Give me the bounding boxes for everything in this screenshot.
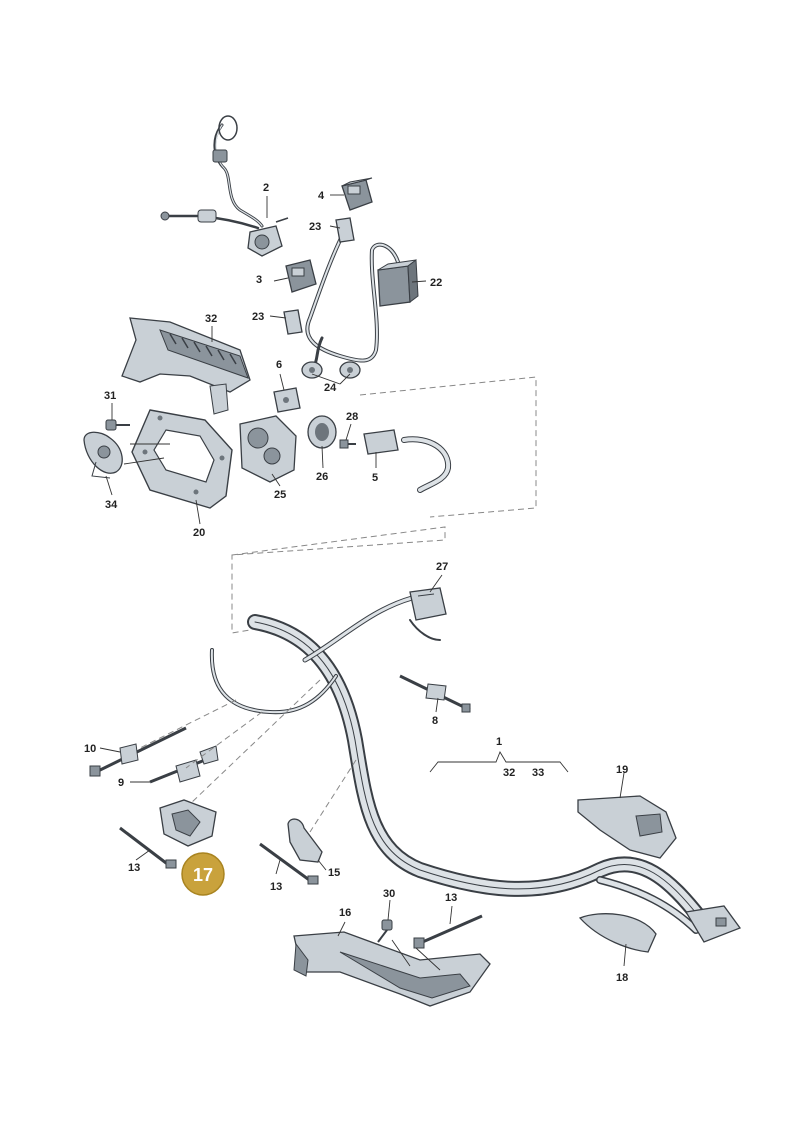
holder-part-17[interactable] xyxy=(159,799,217,847)
clip-part-15[interactable] xyxy=(287,818,323,863)
screw-part-28[interactable] xyxy=(339,439,356,449)
callout-24: 24 xyxy=(324,382,337,394)
screw-part-31[interactable] xyxy=(105,419,130,431)
callout-9: 9 xyxy=(118,777,124,789)
cable-tie-part-13-mid[interactable] xyxy=(259,842,319,885)
bracket-part-16[interactable] xyxy=(293,931,491,1007)
connector-part-23-lower[interactable] xyxy=(283,309,303,335)
callout-10: 10 xyxy=(84,743,96,755)
highlight-badge-17[interactable]: 17 xyxy=(181,852,225,896)
callout-23-lower: 23 xyxy=(252,311,264,323)
cable-tie-part-13-right[interactable] xyxy=(413,914,483,949)
callout-28: 28 xyxy=(346,411,358,423)
relay-block-part-22[interactable] xyxy=(377,259,419,307)
relay-part-3[interactable] xyxy=(285,259,317,293)
connector-part-23-upper[interactable] xyxy=(335,217,355,243)
holder-part-9[interactable] xyxy=(149,745,219,784)
callout-25: 25 xyxy=(274,489,286,501)
callout-26: 26 xyxy=(316,471,328,483)
dashed-assignment-lines xyxy=(139,679,357,833)
release-cable-part-2[interactable] xyxy=(160,115,289,257)
callout-34: 34 xyxy=(105,499,118,511)
trim-part-19[interactable] xyxy=(577,795,677,859)
callout-22: 22 xyxy=(430,277,442,289)
callout-15: 15 xyxy=(328,867,340,879)
callout-19: 19 xyxy=(616,764,628,776)
callout-8: 8 xyxy=(432,715,438,727)
cover-part-18[interactable] xyxy=(578,913,657,953)
callout-labels: 2 4 23 3 22 23 32 6 24 31 28 26 5 25 34 … xyxy=(84,182,628,984)
cable-tie-part-13-left[interactable] xyxy=(119,826,177,869)
callout-13-right: 13 xyxy=(445,892,457,904)
callout-32-upper: 32 xyxy=(205,313,217,325)
callout-33: 33 xyxy=(532,767,544,779)
callout-17: 17 xyxy=(193,865,213,885)
bracket-part-32[interactable] xyxy=(121,317,251,415)
cable-tie-part-10[interactable] xyxy=(89,726,187,777)
callout-13-mid: 13 xyxy=(270,881,282,893)
callout-32-lower: 32 xyxy=(503,767,515,779)
callout-4: 4 xyxy=(318,190,325,202)
callout-13-left: 13 xyxy=(128,862,140,874)
cover-part-34[interactable] xyxy=(83,431,123,479)
callout-2: 2 xyxy=(263,182,269,194)
callout-18: 18 xyxy=(616,972,628,984)
clip-part-6[interactable] xyxy=(273,387,301,413)
callout-5: 5 xyxy=(372,472,378,484)
cable-tie-part-8[interactable] xyxy=(399,674,471,713)
callout-23-upper: 23 xyxy=(309,221,321,233)
callout-16: 16 xyxy=(339,907,351,919)
leader-lines xyxy=(99,194,627,971)
housing-part-25[interactable] xyxy=(239,415,297,483)
relay-part-4[interactable] xyxy=(341,177,373,211)
main-wiring-harness-part-1[interactable] xyxy=(209,595,708,934)
callout-6: 6 xyxy=(276,359,282,371)
connector-part-5[interactable] xyxy=(363,429,452,493)
callout-27: 27 xyxy=(436,561,448,573)
callout-1: 1 xyxy=(496,736,502,748)
callout-3: 3 xyxy=(256,274,262,286)
group-outline-upper xyxy=(359,376,537,518)
socket-part-26[interactable] xyxy=(307,415,337,449)
group-outline-lower xyxy=(231,526,446,634)
callout-20: 20 xyxy=(193,527,205,539)
bolt-part-30[interactable] xyxy=(377,919,393,943)
callout-31: 31 xyxy=(104,390,116,402)
callout-30: 30 xyxy=(383,888,395,900)
mounting-frame-part-20[interactable] xyxy=(131,409,233,509)
connector-part-27[interactable] xyxy=(409,587,447,621)
end-connector-harness[interactable] xyxy=(684,905,742,943)
bulb-holder-part-24[interactable] xyxy=(301,361,361,379)
